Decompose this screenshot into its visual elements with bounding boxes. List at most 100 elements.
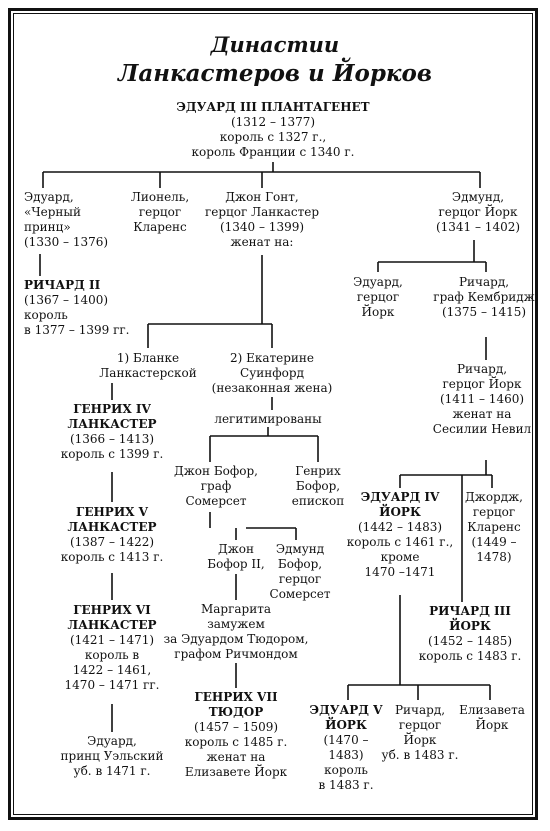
node-line: Йорк	[361, 305, 395, 319]
node-richard-young: Ричард, герцог Йорк уб. в 1483 г.	[382, 703, 459, 763]
node-line: Эдуард,	[24, 190, 74, 204]
node-line: Кларенс	[467, 520, 521, 534]
node-line: граф Кембридж	[433, 290, 535, 304]
node-line: король с 1413 г.	[60, 550, 164, 564]
node-line: Джон	[217, 542, 255, 556]
node-line: женат на:	[230, 235, 294, 249]
node-line: король с 1399 г.	[60, 447, 164, 461]
node-line: 1478)	[476, 550, 512, 564]
node-john-beaufort2: Джон Бофор II,	[207, 542, 264, 572]
node-line: герцог	[356, 290, 400, 304]
node-line: Бофор,	[295, 479, 341, 493]
node-line: принц Уэльский	[60, 749, 164, 763]
node-line: герцог Йорк	[438, 205, 518, 219]
node-line: король с 1485 г.	[184, 735, 288, 749]
node-line: легитимированы	[214, 412, 322, 426]
node-richard3: РИЧАРД III ЙОРК (1452 – 1485) король с 1…	[419, 604, 522, 664]
node-line: (1367 – 1400)	[24, 293, 109, 307]
node-line: герцог	[472, 505, 516, 519]
node-line: Джон Бофор,	[174, 464, 258, 478]
node-line: РИЧАРД III	[429, 604, 511, 618]
node-edward4: ЭДУАРД IV ЙОРК (1442 – 1483) король с 14…	[347, 490, 453, 580]
node-line: (1442 – 1483)	[357, 520, 443, 534]
node-line: ЙОРК	[379, 505, 421, 519]
node-henry-beaufort: Генрих Бофор, епископ	[292, 464, 345, 509]
node-george: Джордж, герцог Кларенс (1449 – 1478)	[465, 490, 523, 565]
node-henry6: ГЕНРИХ VI ЛАНКАСТЕР (1421 – 1471) король…	[65, 603, 160, 693]
node-line: Елизавете Йорк	[184, 765, 288, 779]
node-edward-prince-wales: Эдуард, принц Уэльский уб. в 1471 г.	[61, 734, 164, 779]
node-line: ЙОРК	[325, 718, 367, 732]
node-line: кроме	[380, 550, 420, 564]
node-line: (1457 – 1509)	[193, 720, 279, 734]
node-line: Елизавета	[459, 703, 525, 717]
node-line: (1411 – 1460)	[439, 392, 525, 406]
node-line: Джон Гонт,	[225, 190, 299, 204]
node-line: король с 1483 г.	[418, 649, 522, 663]
node-edmund: Эдмунд, герцог Йорк (1341 – 1402)	[436, 190, 520, 235]
node-line: Джордж,	[465, 490, 523, 504]
node-line: ГЕНРИХ VI	[73, 603, 151, 617]
node-edward5: ЭДУАРД V ЙОРК (1470 – 1483) король в 148…	[310, 703, 383, 793]
node-line: Йорк	[475, 718, 509, 732]
node-line: Бофор,	[277, 557, 323, 571]
node-line: Сесилии Невил	[432, 422, 532, 436]
node-line: герцог	[138, 205, 182, 219]
node-line: ЭДУАРД IV	[360, 490, 440, 504]
node-henry7: ГЕНРИХ VII ТЮДОР (1457 – 1509) король с …	[185, 690, 288, 780]
node-line: замужем	[207, 617, 265, 631]
inner-frame	[13, 13, 533, 815]
node-line: ЭДУАРД V	[309, 703, 383, 717]
node-line: 1422 – 1461,	[72, 663, 152, 677]
node-line: ЭДУАРД III ПЛАНТАГЕНЕТ	[176, 100, 370, 114]
node-line: Ричард,	[394, 703, 446, 717]
node-edward-york: Эдуард, герцог Йорк	[353, 275, 403, 320]
node-line: Бофор II,	[207, 557, 265, 571]
node-line: (1341 – 1402)	[435, 220, 521, 234]
node-line: граф	[200, 479, 232, 493]
node-line: ЛАНКАСТЕР	[67, 520, 157, 534]
node-line: король Франции с 1340 г.	[191, 145, 355, 159]
node-line: РИЧАРД II	[24, 278, 101, 292]
node-line: ТЮДОР	[208, 705, 264, 719]
node-line: уб. в 1483 г.	[381, 748, 459, 762]
node-line: принц»	[24, 220, 71, 234]
node-line: (1387 – 1422)	[69, 535, 155, 549]
node-line: за Эдуардом Тюдором,	[163, 632, 309, 646]
title-line2: Ланкастеров и Йорков	[118, 60, 432, 87]
node-line: ГЕНРИХ VII	[194, 690, 278, 704]
node-line: в 1483 г.	[318, 778, 374, 792]
node-line: графом Ричмондом	[174, 647, 298, 661]
node-line: 1483)	[328, 748, 364, 762]
node-lionel: Лионель, герцог Кларенс	[131, 190, 189, 235]
node-line: в 1377 – 1399 гг.	[24, 323, 130, 337]
node-line: король в	[84, 648, 140, 662]
node-henry4: ГЕНРИХ IV ЛАНКАСТЕР (1366 – 1413) король…	[61, 402, 164, 462]
node-line: Ричард,	[456, 362, 508, 376]
node-line: (1452 – 1485)	[427, 634, 513, 648]
node-line: 2) Екатерине	[229, 351, 315, 365]
node-line: Генрих	[295, 464, 341, 478]
node-line: женат на	[452, 407, 512, 421]
node-line: Эдуард,	[87, 734, 137, 748]
node-line: (1375 – 1415)	[441, 305, 527, 319]
node-line: ГЕНРИХ IV	[73, 402, 151, 416]
node-line: герцог	[398, 718, 442, 732]
node-edward3: ЭДУАРД III ПЛАНТАГЕНЕТ (1312 – 1377) кор…	[176, 100, 369, 160]
node-katherine: 2) Екатерине Суинфорд (незаконная жена)	[212, 351, 333, 396]
node-line: король с 1461 г.,	[346, 535, 454, 549]
outer-frame	[8, 8, 538, 820]
node-line: (1312 – 1377)	[230, 115, 316, 129]
node-line: епископ	[291, 494, 345, 508]
node-line: женат на	[206, 750, 266, 764]
node-line: (1470 –	[323, 733, 369, 747]
node-blanche: 1) Бланке Ланкастерской	[99, 351, 196, 381]
node-line: ГЕНРИХ V	[76, 505, 148, 519]
node-legitimized: легитимированы	[214, 412, 321, 427]
title-line1: Династии	[210, 32, 340, 57]
node-line: Эдуард,	[353, 275, 403, 289]
node-richard-cambridge: Ричард, граф Кембридж (1375 – 1415)	[433, 275, 534, 320]
node-line: Лионель,	[130, 190, 190, 204]
node-line: Кларенс	[133, 220, 187, 234]
node-line: «Черный	[24, 205, 81, 219]
